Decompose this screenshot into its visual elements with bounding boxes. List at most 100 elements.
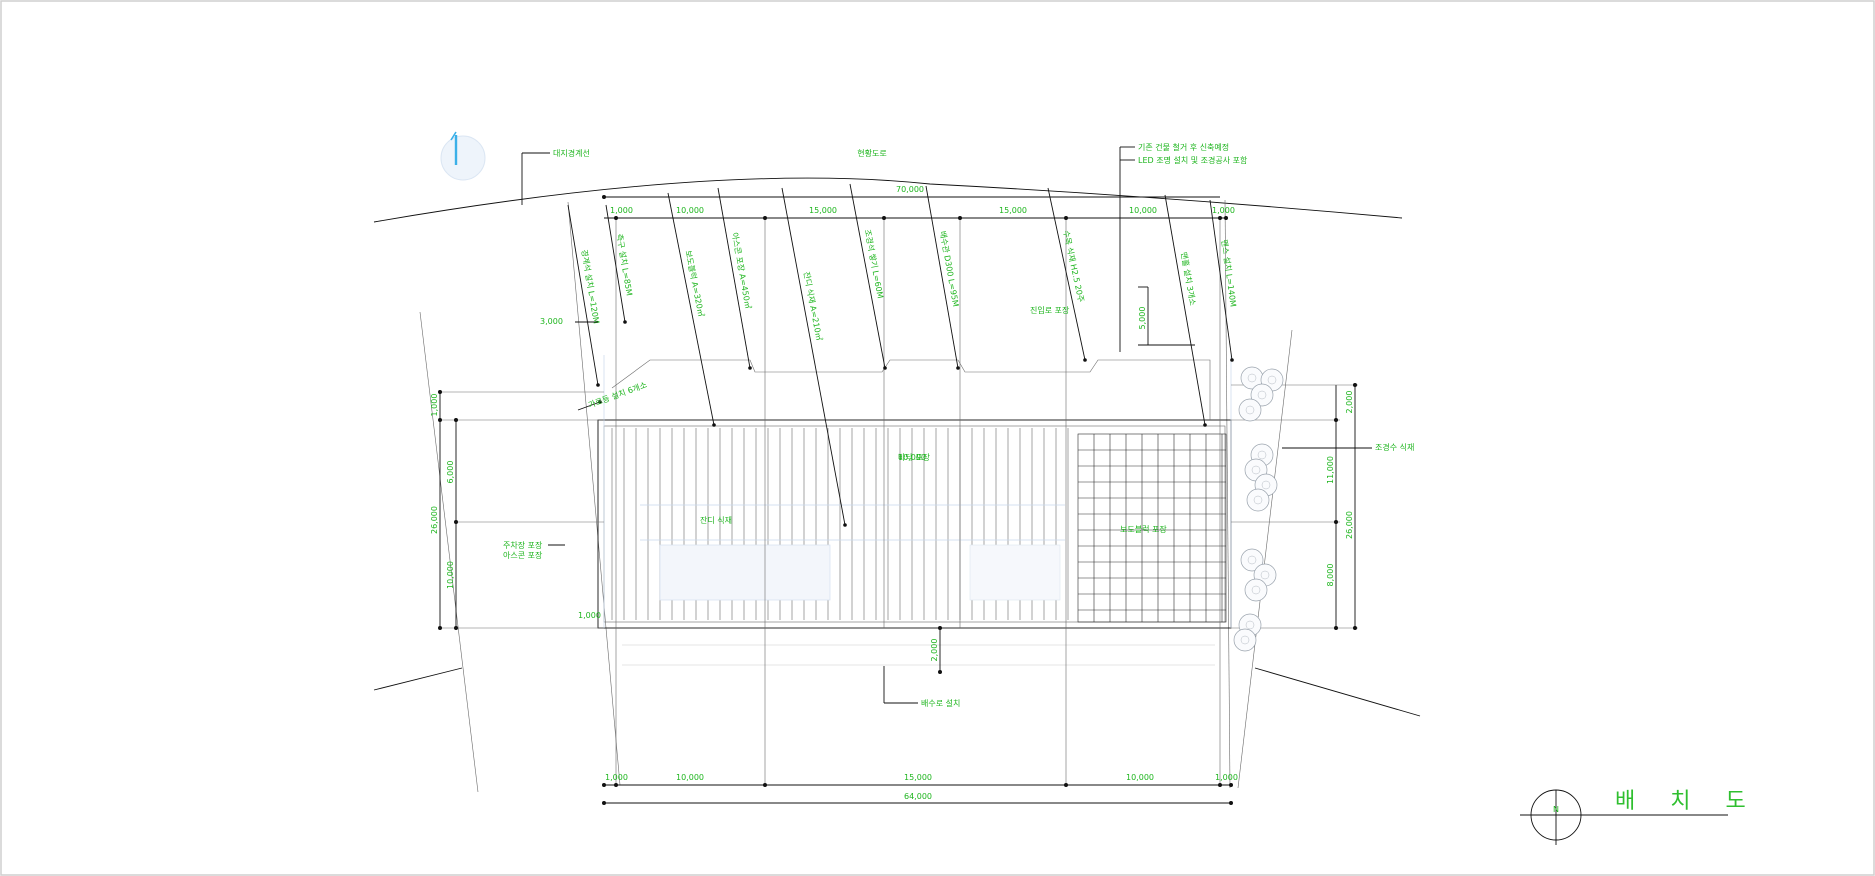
building-outline [597, 355, 1232, 666]
junction-dot [1353, 626, 1357, 630]
junction-dot [614, 216, 618, 220]
note-left-1: 진입로 포장 [1030, 305, 1070, 315]
dim-top-seg-1: 1,000 [610, 206, 633, 215]
dim-gate-height: 5,000 [1138, 307, 1147, 330]
dim-bottom-seg-5: 1,000 [1215, 773, 1238, 782]
dim-top-seg-6: 1,000 [1212, 206, 1235, 215]
junction-dot [1229, 783, 1233, 787]
note-left-small: 3,000 [540, 317, 563, 326]
leader-line [577, 401, 601, 411]
annotations: 대지경계선 현황도로 기존 건물 철거 후 신축예정 LED 조명 설치 및 조… [503, 142, 1414, 708]
junction-dot [438, 626, 442, 630]
tree-core [1251, 585, 1261, 595]
note-left-label: 1,000 [578, 611, 601, 620]
junction-dot [958, 216, 962, 220]
dim-top-seg-3: 15,000 [809, 206, 837, 215]
leader-line [849, 183, 886, 369]
leader-line [1047, 187, 1086, 361]
tree-core [1261, 480, 1271, 490]
leader-dot [956, 366, 960, 370]
leader-line [605, 204, 626, 323]
leader-line [1209, 199, 1233, 361]
note-road: 현황도로 [857, 148, 886, 158]
tree-icon [1238, 398, 1262, 422]
junction-dot [454, 418, 458, 422]
tree-core [1260, 570, 1270, 580]
tree-icon [1250, 383, 1274, 407]
junction-dot [1334, 520, 1338, 524]
tree-symbols [1233, 366, 1284, 652]
dimension-lines [439, 146, 1358, 804]
note-bottom-1: 배수로 설치 [921, 698, 960, 708]
leader-dot [623, 320, 627, 324]
interior-blocks [640, 504, 1065, 601]
note-top-right-2: LED 조명 설치 및 조경공사 포함 [1138, 155, 1248, 165]
junction-dot [1218, 216, 1222, 220]
tree-core [1267, 375, 1277, 385]
dim-left-middle: 6,000 [446, 461, 455, 484]
dim-right-top: 2,000 [1345, 391, 1354, 414]
dim-left-lower: 10,000 [446, 561, 455, 589]
tree-core [1245, 620, 1255, 630]
dim-bottom-seg-2: 10,000 [676, 773, 704, 782]
note-right-2: 보도블럭 포장 [1120, 524, 1167, 534]
dim-bottom-seg-1: 1,000 [605, 773, 628, 782]
junction-dot [1064, 216, 1068, 220]
grid-area [1077, 433, 1227, 623]
junction-dot [938, 670, 942, 674]
note-left-2b: 아스콘 포장 [503, 550, 543, 560]
junction-dot [614, 783, 618, 787]
junction-dot [602, 783, 606, 787]
dim-bottom-total: 64,000 [904, 792, 932, 801]
junction-dot [1334, 418, 1338, 422]
junction-dot [1224, 216, 1228, 220]
junction-dot [602, 195, 606, 199]
tree-core [1251, 465, 1261, 475]
tree-core [1245, 405, 1255, 415]
leader-dot [883, 366, 887, 370]
tree-core [1257, 390, 1267, 400]
dim-bottom-seg-4: 10,000 [1126, 773, 1154, 782]
leader-dot [1203, 423, 1207, 427]
leader-line [1164, 194, 1206, 426]
leader-dot [748, 366, 752, 370]
tree-icon [1240, 548, 1264, 572]
dim-left-outer: 26,000 [430, 506, 439, 534]
dim-top-seg-4: 15,000 [999, 206, 1027, 215]
junction-dot [1334, 626, 1338, 630]
note-center-1: 잔디 식재 [700, 515, 732, 525]
junction-dot [602, 801, 606, 805]
tree-icon [1244, 578, 1268, 602]
leader-line [781, 187, 846, 526]
leader-line [717, 187, 751, 369]
site-boundary [373, 177, 1421, 793]
tree-core [1240, 635, 1250, 645]
junction-dot [438, 418, 442, 422]
note-center-2: 바닥 포장 [898, 452, 931, 462]
tree-core [1247, 555, 1257, 565]
leader-line [925, 185, 959, 369]
dim-center: 10,000 [898, 453, 926, 462]
leader-dot [598, 400, 602, 404]
leader-dot [596, 383, 600, 387]
note-left-2a: 주차장 포장 [503, 540, 543, 550]
dim-bottom-seg-3: 15,000 [904, 773, 932, 782]
tree-icon [1246, 488, 1270, 512]
junction-dot [763, 216, 767, 220]
drawing-title: 배 치 도 [1615, 789, 1760, 814]
note-boundary: 대지경계선 [553, 148, 590, 158]
note-right-1: 조경수 식재 [1375, 442, 1414, 452]
junction-dot [1218, 783, 1222, 787]
tree-core [1247, 373, 1257, 383]
junction-dot [1229, 801, 1233, 805]
leader-dot [712, 423, 716, 427]
junction-dot [938, 626, 942, 630]
dimension-labels: 70,000 1,000 10,000 15,000 15,000 10,000… [430, 185, 1354, 801]
leader-dot [1083, 358, 1087, 362]
junction-dot [438, 390, 442, 394]
tree-icon [1233, 628, 1257, 652]
leader-line [567, 204, 599, 386]
